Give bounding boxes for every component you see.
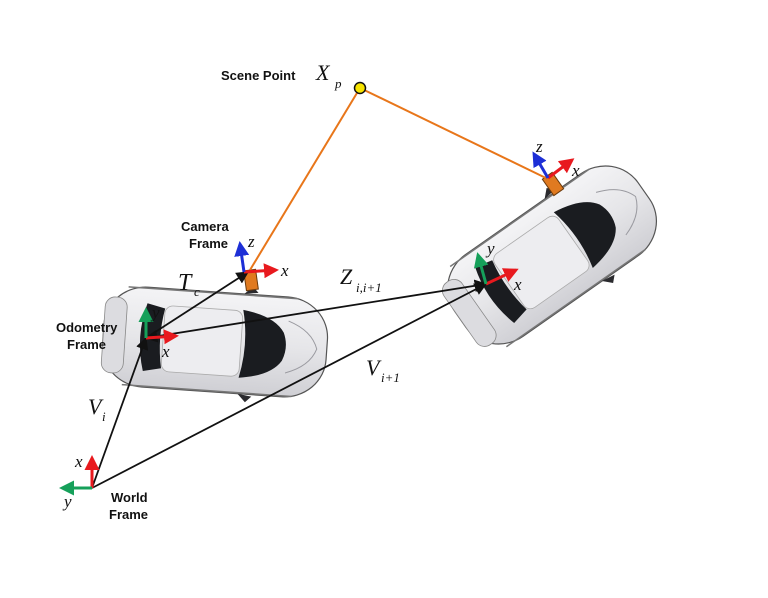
odometry-x-label: x (161, 342, 170, 361)
world-frame-axes: x y (59, 452, 100, 511)
right-camera-x-label: x (571, 161, 580, 180)
vector-vi1 (91, 283, 488, 489)
odometry-frame-axes: x y (138, 303, 179, 361)
scene-point-marker (353, 81, 367, 95)
vector-z (144, 279, 488, 343)
right-odometry-frame-axes: x y (473, 239, 522, 294)
world-y-label: y (62, 492, 72, 511)
tc-sub-label: c (194, 284, 200, 299)
world-frame-label-line1: World (111, 490, 148, 505)
tc-main-label: T (178, 270, 193, 296)
xp-sub-label: p (334, 76, 342, 91)
z-main-label: Z (340, 264, 353, 289)
right-camera-z-label: z (535, 137, 543, 156)
odometry-frame-label-line2: Frame (67, 337, 106, 352)
odometry-frame-label-line1: Odometry (56, 320, 118, 335)
odometry-y-label: y (150, 303, 160, 322)
right-odometry-y-label: y (485, 239, 495, 258)
ray-camera-left (249, 87, 361, 271)
car-left (100, 286, 329, 403)
ray-camera-right (359, 87, 551, 181)
z-sub-label: i,i+1 (356, 280, 382, 295)
scene-point-label: Scene Point (221, 68, 296, 83)
world-x-label: x (74, 452, 83, 471)
camera-z-label: z (247, 232, 255, 251)
xp-main-label: X (315, 60, 331, 85)
vi1-main-label: V (366, 355, 382, 380)
camera-frame-axes: x z (234, 232, 289, 280)
camera-frame-label-line2: Frame (189, 236, 228, 251)
camera-x-label: x (280, 261, 289, 280)
vi-main-label: V (88, 394, 104, 419)
world-frame-label-line2: Frame (109, 507, 148, 522)
vi1-sub-label: i+1 (381, 370, 400, 385)
vi-sub-label: i (102, 409, 106, 424)
vector-vi (91, 336, 149, 489)
right-odometry-x-label: x (513, 275, 522, 294)
right-camera-frame-axes: x z (532, 137, 580, 180)
camera-frame-label-line1: Camera (181, 219, 229, 234)
